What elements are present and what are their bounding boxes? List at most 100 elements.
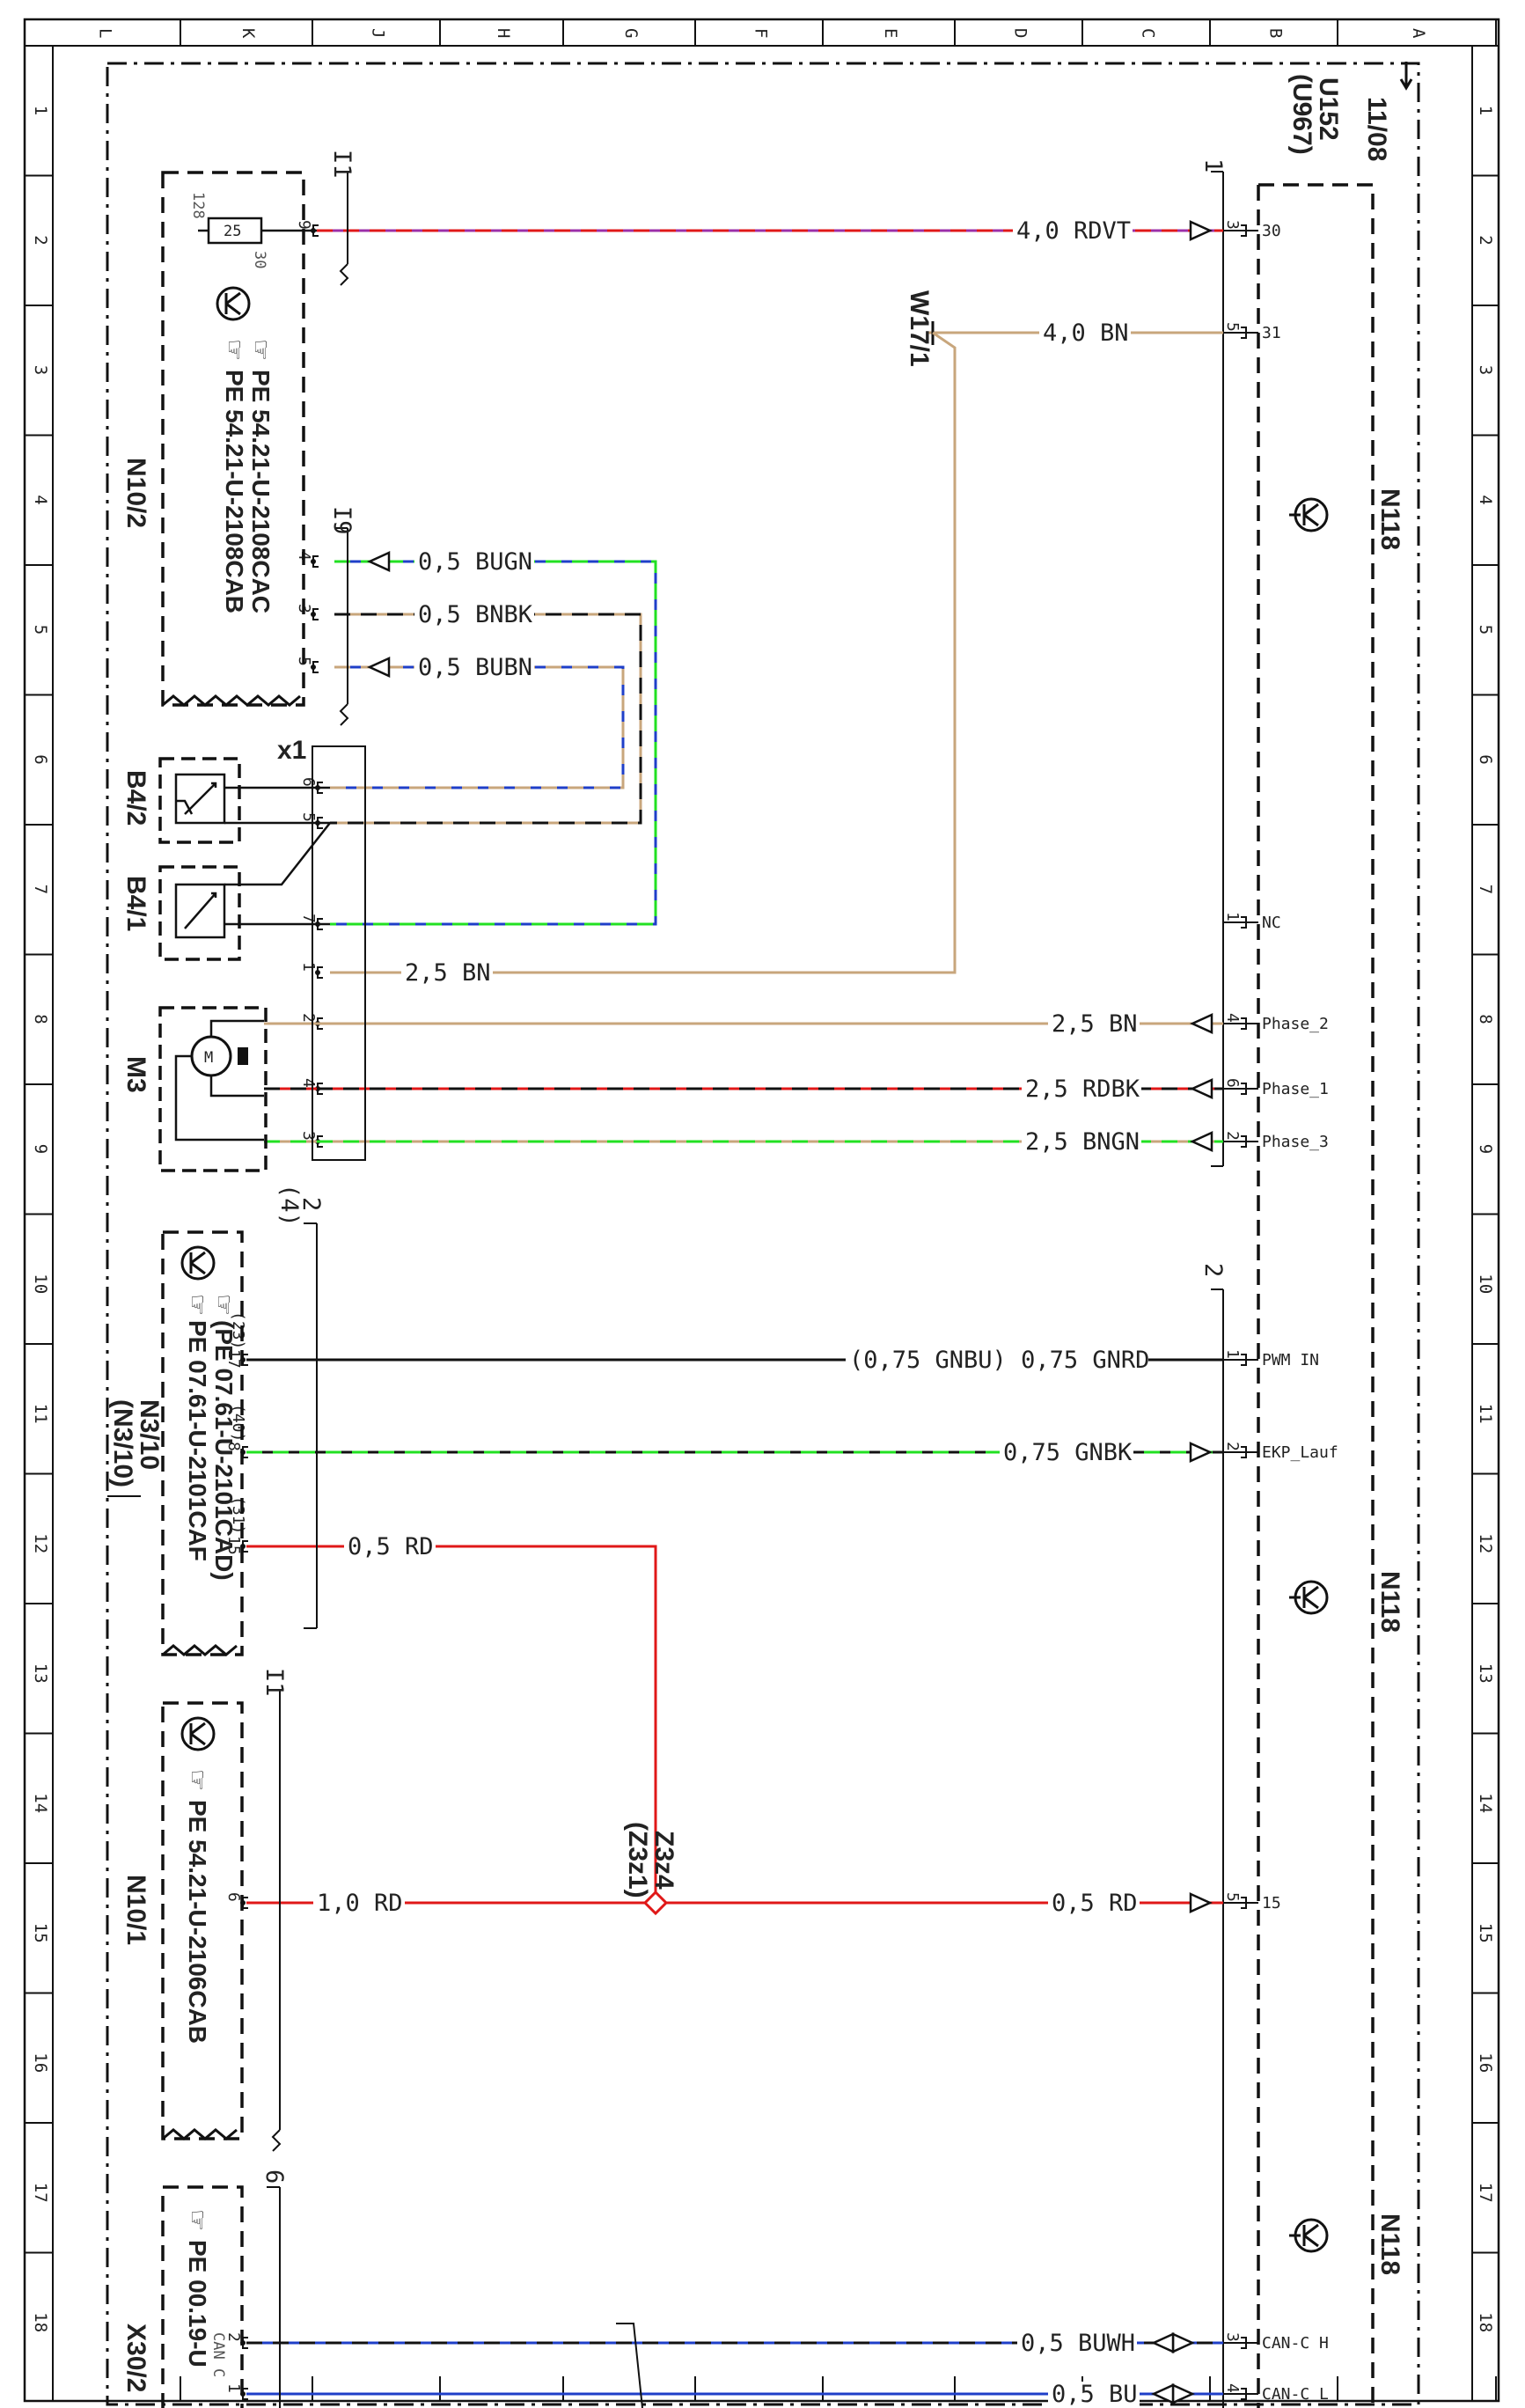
ruler-number: 3 bbox=[31, 365, 50, 375]
pe-icon: ☞ bbox=[184, 2209, 211, 2231]
ruler-number: 1 bbox=[31, 106, 50, 115]
pin-number: 6 bbox=[224, 1892, 243, 1902]
pe-icon: ☞ bbox=[184, 1294, 211, 1316]
wire-label: 0,5 RD bbox=[1052, 1890, 1138, 1917]
n118-pin-number: 4 bbox=[1223, 2383, 1242, 2393]
n118-pin-number: 4 bbox=[1223, 1013, 1242, 1023]
b4-1-name: B4/1 bbox=[121, 876, 150, 931]
ruler-number: 15 bbox=[1476, 1923, 1495, 1943]
n118-pin-signal: Phase_1 bbox=[1262, 1080, 1329, 1098]
n118-pin-signal: NC bbox=[1262, 914, 1281, 932]
pin-number: 15 bbox=[224, 1536, 243, 1555]
arrow-icon bbox=[1150, 2383, 1175, 2404]
module-name: U152 bbox=[1314, 77, 1343, 141]
page-ref: 11/08 bbox=[1362, 97, 1391, 161]
ruler-number: 8 bbox=[31, 1014, 50, 1024]
wire-label: 2,5 BN bbox=[405, 959, 491, 987]
wire-label: 2,5 RDBK bbox=[1025, 1076, 1140, 1103]
n3-10-conn-label: 2 bbox=[297, 1197, 325, 1211]
n118-conn2-label: 2 bbox=[1199, 1263, 1227, 1277]
ruler-number: 7 bbox=[31, 885, 50, 894]
n118-name-1: N118 bbox=[1375, 488, 1404, 550]
m3-motor: M M3 bbox=[121, 1006, 268, 1172]
pin-number: 1 bbox=[224, 2383, 243, 2393]
arrow-icon bbox=[1189, 1442, 1213, 1463]
pin-number: 2 bbox=[299, 1013, 318, 1023]
pin-socket-icon bbox=[1241, 327, 1247, 339]
m3-name: M3 bbox=[121, 1056, 150, 1093]
wire-label: 4,0 RDVT bbox=[1016, 217, 1131, 245]
n118-pin-number: 1 bbox=[1223, 912, 1242, 921]
n118-pin-number: 6 bbox=[1223, 1078, 1242, 1088]
x1-connector: x1 bbox=[277, 736, 366, 1161]
pin-socket-icon bbox=[1241, 1017, 1247, 1030]
n118-component: 1 2 N118 N118 N118 bbox=[1199, 158, 1404, 2408]
wire-label-bg bbox=[1022, 1076, 1141, 1101]
pin-socket-icon bbox=[1241, 916, 1247, 929]
module-boundary bbox=[106, 62, 1420, 2406]
ruler-number: 18 bbox=[31, 2312, 50, 2332]
ruler-number: 14 bbox=[31, 1793, 50, 1813]
x30-2-name: X30/2 bbox=[121, 2324, 150, 2392]
n10-2-pe1: PE 54.21-U-2108CAB bbox=[221, 370, 248, 613]
wire-label: 0,5 BUGN bbox=[418, 548, 532, 576]
page-ref-arrow-icon bbox=[1399, 62, 1413, 91]
pin-number: 2 bbox=[224, 2332, 243, 2342]
n118-pin-signal: 31 bbox=[1262, 324, 1281, 342]
n10-1-component: ☞ PE 54.21-U-2106CAB N10/1 I1 bbox=[121, 1668, 288, 2152]
wire-label-bg bbox=[846, 1347, 1148, 1372]
ruler-letter: D bbox=[1011, 28, 1030, 38]
n3-10-pe1: PE 07.61-U-2101CAF bbox=[184, 1320, 211, 1561]
pe-icon: ☞ bbox=[247, 339, 275, 361]
pe-icon: ☞ bbox=[210, 1294, 238, 1316]
wire-label-bg bbox=[414, 655, 534, 679]
ruler-number: 4 bbox=[31, 495, 50, 504]
wire-bn-x1 bbox=[330, 331, 957, 974]
transistor-icon bbox=[1289, 497, 1329, 532]
ruler-number: 16 bbox=[31, 2052, 50, 2073]
wire-label-bg bbox=[414, 549, 534, 574]
n118-pin-signal: Phase_2 bbox=[1262, 1015, 1329, 1033]
pe-icon: ☞ bbox=[184, 1769, 211, 1791]
pin-number: 9 bbox=[295, 220, 313, 230]
pin-socket-icon bbox=[1241, 2337, 1247, 2349]
ruler-letter: G bbox=[621, 28, 641, 38]
n10-2-component: 25 128 30 ☞ ☞ PE 54.21-U-2108CAB PE 54.2… bbox=[121, 150, 356, 726]
pin-socket-icon bbox=[1241, 1083, 1247, 1095]
x30-2-can: CAN C bbox=[209, 2332, 227, 2377]
wire-label-bg bbox=[1022, 1129, 1141, 1154]
wire-bubn bbox=[330, 665, 625, 789]
ruler-number: 5 bbox=[31, 625, 50, 635]
ruler-letter: C bbox=[1139, 28, 1158, 38]
wire-label-bg bbox=[1017, 2331, 1137, 2355]
n10-2-name: N10/2 bbox=[121, 458, 150, 528]
pin-socket-icon bbox=[1241, 1897, 1247, 1909]
ruler-number: 14 bbox=[1476, 1793, 1495, 1813]
ruler-number: 9 bbox=[1476, 1144, 1495, 1154]
wire-label: 0,5 BU bbox=[1052, 2381, 1138, 2408]
arrow-icon bbox=[1150, 2332, 1175, 2353]
splice-icon bbox=[642, 1890, 669, 1916]
wire-label-bg bbox=[1048, 2382, 1140, 2406]
ruler-letter: L bbox=[96, 28, 115, 38]
pin-number: 7 bbox=[299, 914, 318, 923]
n118-name-2: N118 bbox=[1375, 1571, 1404, 1633]
ruler-number: 6 bbox=[1476, 754, 1495, 764]
pin-number: 6 bbox=[299, 777, 318, 787]
n118-pin-signal: CAN-C L bbox=[1262, 2385, 1329, 2404]
pin-number: 17 bbox=[224, 1349, 243, 1369]
n10-1-conn-label: I1 bbox=[260, 1668, 288, 1697]
wire-label: (0,75 GNBU) 0,75 GNRD bbox=[849, 1347, 1149, 1374]
pin-number: 5 bbox=[299, 812, 318, 822]
n3-10-alt: (N3/10) bbox=[108, 1399, 137, 1487]
b4-2-name: B4/2 bbox=[121, 770, 150, 826]
ruler-number: 5 bbox=[1476, 625, 1495, 635]
wire-bnbk bbox=[330, 613, 642, 825]
n118-pin-signal: PWM IN bbox=[1262, 1351, 1319, 1369]
x1-name: x1 bbox=[277, 736, 306, 765]
pin-number: 3 bbox=[299, 1131, 318, 1141]
n10-2-conn-label: I1 bbox=[328, 150, 356, 179]
arrow-icon bbox=[1189, 1892, 1213, 1913]
n3-10-component: ☞ ☞ PE 07.61-U-2101CAF (PE 07.61-U-2101C… bbox=[107, 1184, 325, 1656]
ruler-number: 11 bbox=[1476, 1404, 1495, 1424]
